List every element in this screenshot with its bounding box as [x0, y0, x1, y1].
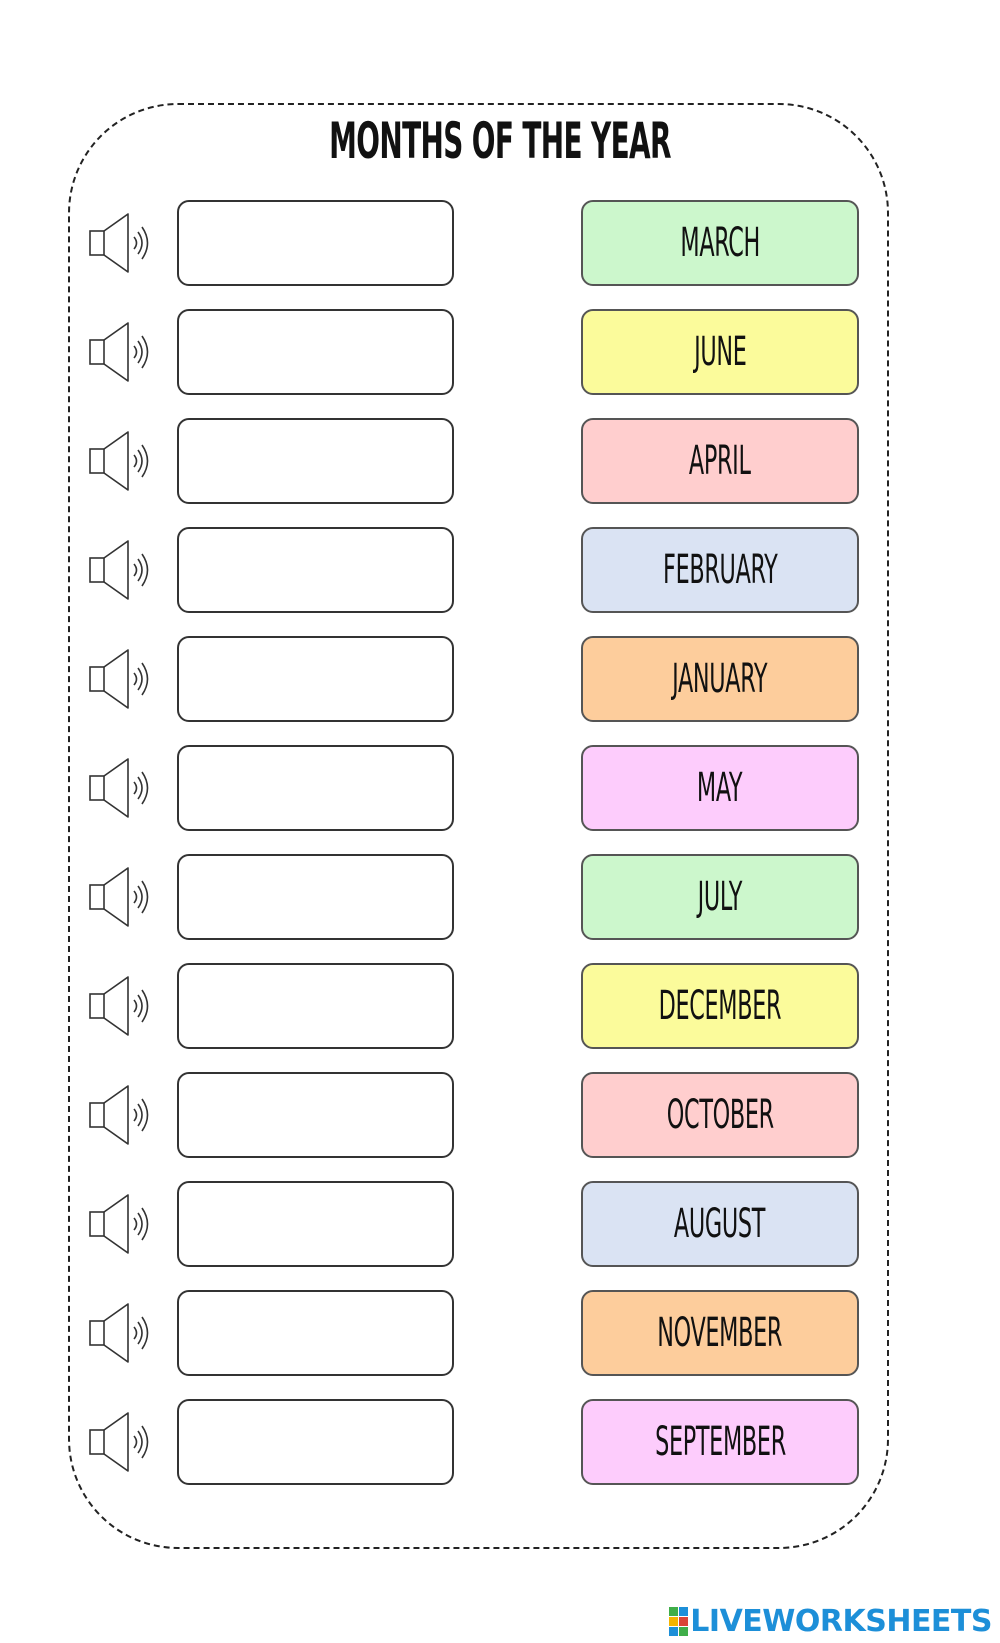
speaker-icon-graphic [89, 1412, 149, 1472]
word-card-november[interactable]: NOVEMBER [581, 1290, 859, 1376]
speaker-icon-graphic [89, 758, 149, 818]
word-card-label: JANUARY [672, 656, 768, 702]
liveworksheets-logo[interactable]: LIVEWORKSHEETS [669, 1603, 992, 1639]
word-card-label: APRIL [689, 438, 751, 484]
word-card-label: FEBRUARY [662, 547, 778, 593]
speaker-icon-graphic [89, 1085, 149, 1145]
matching-row: DECEMBER [0, 963, 1000, 1049]
speaker-icon[interactable] [88, 755, 154, 821]
speaker-icon[interactable] [88, 537, 154, 603]
speaker-icon-graphic [89, 649, 149, 709]
speaker-icon[interactable] [88, 428, 154, 494]
matching-row: JANUARY [0, 636, 1000, 722]
logo-mark-icon [669, 1606, 689, 1636]
word-card-june[interactable]: JUNE [581, 309, 859, 395]
speaker-icon[interactable] [88, 319, 154, 385]
word-card-label: SEPTEMBER [654, 1419, 786, 1465]
answer-input[interactable] [177, 636, 454, 722]
speaker-icon[interactable] [88, 1082, 154, 1148]
answer-input[interactable] [177, 1290, 454, 1376]
answer-input[interactable] [177, 1181, 454, 1267]
speaker-icon-graphic [89, 213, 149, 273]
word-card-label: JUNE [693, 329, 747, 375]
matching-row: SEPTEMBER [0, 1399, 1000, 1485]
word-card-august[interactable]: AUGUST [581, 1181, 859, 1267]
word-card-label: OCTOBER [666, 1092, 774, 1138]
worksheet-frame [68, 103, 889, 1549]
word-card-label: JULY [697, 874, 743, 920]
answer-input[interactable] [177, 309, 454, 395]
speaker-icon[interactable] [88, 973, 154, 1039]
word-card-july[interactable]: JULY [581, 854, 859, 940]
speaker-icon[interactable] [88, 1191, 154, 1257]
word-card-september[interactable]: SEPTEMBER [581, 1399, 859, 1485]
logo-text: LIVEWORKSHEETS [690, 1603, 992, 1639]
matching-row: JULY [0, 854, 1000, 940]
matching-row: NOVEMBER [0, 1290, 1000, 1376]
matching-row: AUGUST [0, 1181, 1000, 1267]
matching-row: MAY [0, 745, 1000, 831]
speaker-icon[interactable] [88, 646, 154, 712]
answer-input[interactable] [177, 527, 454, 613]
speaker-icon-graphic [89, 540, 149, 600]
word-card-march[interactable]: MARCH [581, 200, 859, 286]
speaker-icon-graphic [89, 431, 149, 491]
word-card-december[interactable]: DECEMBER [581, 963, 859, 1049]
speaker-icon-graphic [89, 1194, 149, 1254]
word-card-april[interactable]: APRIL [581, 418, 859, 504]
answer-input[interactable] [177, 418, 454, 504]
answer-input[interactable] [177, 745, 454, 831]
speaker-icon-graphic [89, 322, 149, 382]
speaker-icon[interactable] [88, 210, 154, 276]
speaker-icon-graphic [89, 976, 149, 1036]
speaker-icon-graphic [89, 867, 149, 927]
word-card-label: MAY [697, 765, 743, 811]
word-card-january[interactable]: JANUARY [581, 636, 859, 722]
word-card-label: MARCH [680, 220, 760, 266]
matching-row: OCTOBER [0, 1072, 1000, 1158]
answer-input[interactable] [177, 854, 454, 940]
speaker-icon-graphic [89, 1303, 149, 1363]
page-title: MONTHS OF THE YEAR [329, 112, 671, 170]
matching-row: FEBRUARY [0, 527, 1000, 613]
word-card-february[interactable]: FEBRUARY [581, 527, 859, 613]
answer-input[interactable] [177, 963, 454, 1049]
word-card-label: AUGUST [674, 1201, 766, 1247]
matching-row: JUNE [0, 309, 1000, 395]
matching-row: MARCH [0, 200, 1000, 286]
answer-input[interactable] [177, 1399, 454, 1485]
speaker-icon[interactable] [88, 864, 154, 930]
speaker-icon[interactable] [88, 1300, 154, 1366]
word-card-label: NOVEMBER [657, 1310, 783, 1356]
word-card-may[interactable]: MAY [581, 745, 859, 831]
word-card-label: DECEMBER [658, 983, 782, 1029]
matching-row: APRIL [0, 418, 1000, 504]
speaker-icon[interactable] [88, 1409, 154, 1475]
answer-input[interactable] [177, 1072, 454, 1158]
word-card-october[interactable]: OCTOBER [581, 1072, 859, 1158]
answer-input[interactable] [177, 200, 454, 286]
